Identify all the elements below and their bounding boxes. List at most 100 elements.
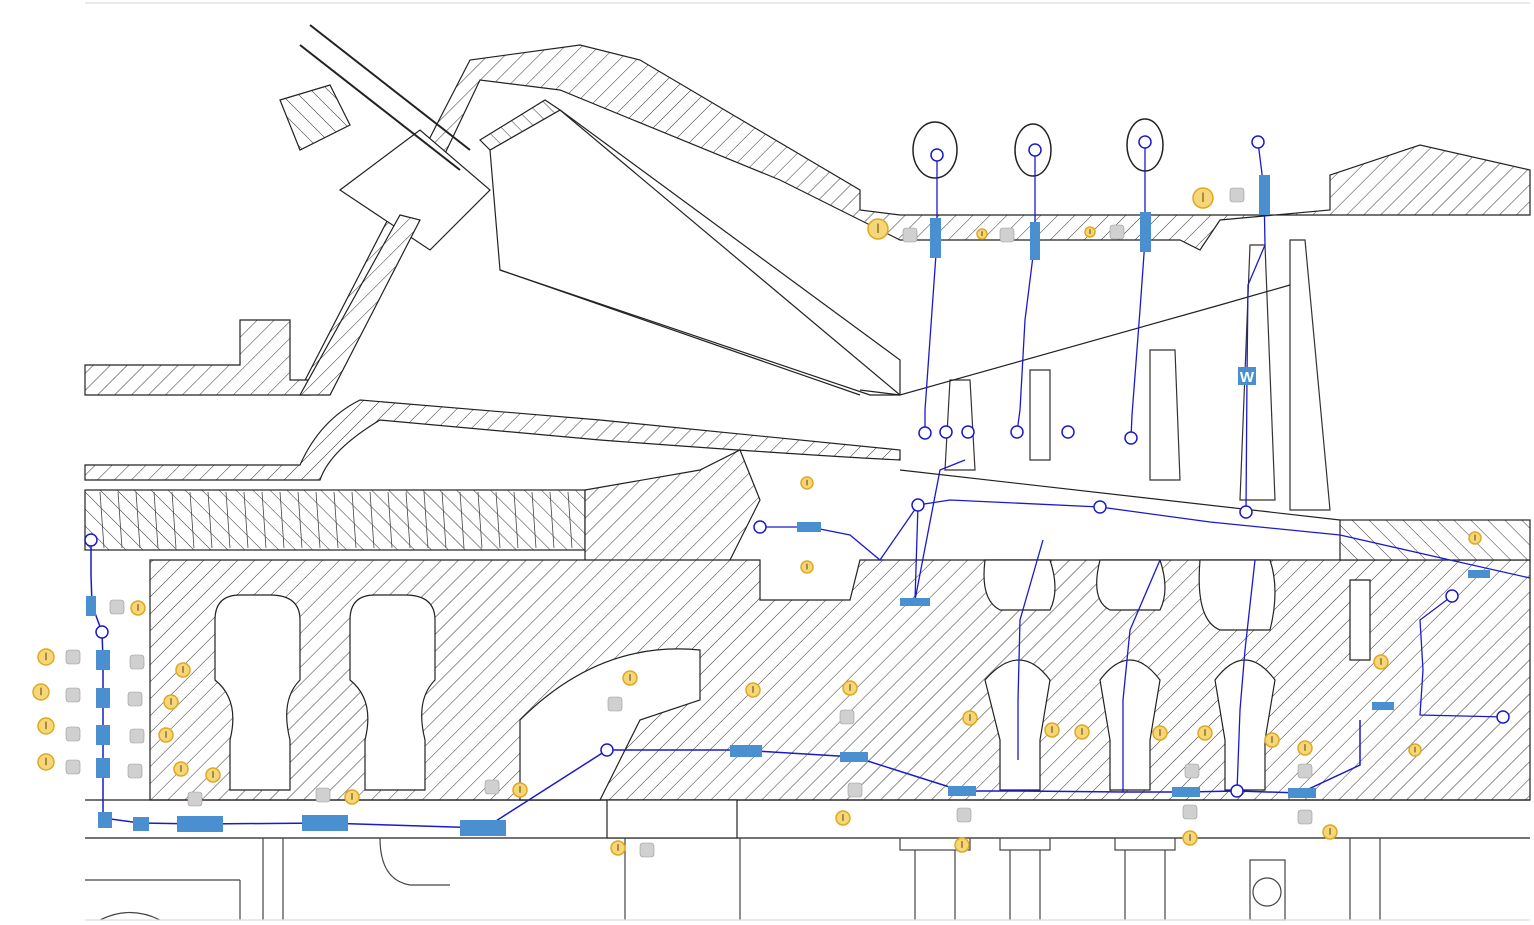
- boundary-node-icon[interactable]: [1061, 425, 1075, 439]
- conductance-icon[interactable]: [484, 779, 500, 795]
- temperature-sensor-icon[interactable]: [1074, 724, 1090, 740]
- boundary-node-icon[interactable]: [1028, 143, 1042, 157]
- boundary-node-icon[interactable]: [600, 743, 614, 757]
- temperature-sensor-icon[interactable]: [512, 782, 528, 798]
- heat-block[interactable]: [1030, 222, 1040, 260]
- heat-block[interactable]: [930, 218, 941, 258]
- boundary-node-icon[interactable]: [1496, 710, 1510, 724]
- conductance-icon[interactable]: [129, 654, 145, 670]
- temperature-sensor-icon[interactable]: [173, 761, 189, 777]
- temperature-sensor-icon[interactable]: [622, 670, 638, 686]
- conductance-icon[interactable]: [956, 807, 972, 823]
- conductance-icon[interactable]: [315, 787, 331, 803]
- heat-block[interactable]: [133, 817, 149, 831]
- temperature-sensor-icon[interactable]: [835, 810, 851, 826]
- heat-block[interactable]: [840, 752, 868, 762]
- boundary-node-icon[interactable]: [1230, 784, 1244, 798]
- conductance-icon[interactable]: [1297, 763, 1313, 779]
- conductance-icon[interactable]: [65, 759, 81, 775]
- heat-block[interactable]: [1172, 787, 1200, 797]
- heat-block[interactable]: [96, 688, 110, 708]
- heat-block[interactable]: [1468, 570, 1490, 578]
- boundary-node-icon[interactable]: [1138, 135, 1152, 149]
- temperature-sensor-icon[interactable]: [1373, 654, 1389, 670]
- temperature-sensor-icon[interactable]: [130, 600, 146, 616]
- conductance-icon[interactable]: [902, 227, 918, 243]
- heat-block[interactable]: [1140, 212, 1151, 252]
- boundary-node-icon[interactable]: [939, 425, 953, 439]
- temperature-sensor-icon[interactable]: [954, 837, 970, 853]
- temperature-sensor-icon[interactable]: [1152, 725, 1168, 741]
- heat-block[interactable]: [1259, 175, 1270, 215]
- boundary-node-icon[interactable]: [1010, 425, 1024, 439]
- heat-block[interactable]: [98, 812, 112, 828]
- heat-block[interactable]: [302, 815, 348, 831]
- conductance-icon[interactable]: [127, 763, 143, 779]
- heat-block[interactable]: [900, 598, 930, 606]
- heat-block[interactable]: [177, 816, 223, 832]
- temperature-sensor-icon[interactable]: [1408, 743, 1422, 757]
- heat-block[interactable]: [96, 758, 110, 778]
- conductance-icon[interactable]: [65, 687, 81, 703]
- conductance-icon[interactable]: [639, 842, 655, 858]
- temperature-sensor-icon[interactable]: [842, 680, 858, 696]
- conductance-icon[interactable]: [109, 599, 125, 615]
- conductance-icon[interactable]: [65, 649, 81, 665]
- temperature-sensor-icon[interactable]: [976, 228, 988, 240]
- conductance-icon[interactable]: [1184, 763, 1200, 779]
- temperature-sensor-icon[interactable]: [344, 789, 360, 805]
- temperature-sensor-icon[interactable]: [32, 683, 50, 701]
- temperature-sensor-icon[interactable]: [205, 767, 221, 783]
- temperature-sensor-icon[interactable]: [962, 710, 978, 726]
- conductance-icon[interactable]: [1109, 224, 1125, 240]
- boundary-node-icon[interactable]: [1251, 135, 1265, 149]
- conductance-icon[interactable]: [127, 691, 143, 707]
- temperature-sensor-icon[interactable]: [1468, 531, 1482, 545]
- temperature-sensor-icon[interactable]: [37, 717, 55, 735]
- temperature-sensor-icon[interactable]: [745, 682, 761, 698]
- boundary-node-icon[interactable]: [84, 533, 98, 547]
- temperature-sensor-icon[interactable]: [867, 218, 889, 240]
- temperature-sensor-icon[interactable]: [1084, 226, 1096, 238]
- temperature-sensor-icon[interactable]: [175, 662, 191, 678]
- boundary-node-icon[interactable]: [930, 148, 944, 162]
- temperature-sensor-icon[interactable]: [1044, 722, 1060, 738]
- heat-block[interactable]: [86, 596, 96, 616]
- heat-block[interactable]: [96, 650, 110, 670]
- boundary-node-icon[interactable]: [95, 625, 109, 639]
- conductance-icon[interactable]: [1297, 809, 1313, 825]
- conductance-icon[interactable]: [129, 728, 145, 744]
- heat-block[interactable]: [1288, 788, 1316, 798]
- temperature-sensor-icon[interactable]: [1264, 732, 1280, 748]
- heat-block[interactable]: [1372, 702, 1394, 710]
- heat-block[interactable]: [797, 522, 821, 532]
- conductance-icon[interactable]: [847, 782, 863, 798]
- conductance-icon[interactable]: [187, 791, 203, 807]
- boundary-node-icon[interactable]: [753, 520, 767, 534]
- boundary-node-icon[interactable]: [1239, 505, 1253, 519]
- temperature-sensor-icon[interactable]: [163, 694, 179, 710]
- temperature-sensor-icon[interactable]: [37, 648, 55, 666]
- conductance-icon[interactable]: [839, 709, 855, 725]
- temperature-sensor-icon[interactable]: [1197, 725, 1213, 741]
- temperature-sensor-icon[interactable]: [1322, 824, 1338, 840]
- heat-block[interactable]: [460, 820, 506, 836]
- temperature-sensor-icon[interactable]: [1192, 187, 1214, 209]
- boundary-node-icon[interactable]: [1445, 589, 1459, 603]
- temperature-sensor-icon[interactable]: [610, 840, 626, 856]
- temperature-sensor-icon[interactable]: [1297, 740, 1313, 756]
- boundary-node-icon[interactable]: [911, 498, 925, 512]
- boundary-node-icon[interactable]: [918, 426, 932, 440]
- heat-block[interactable]: [96, 725, 110, 745]
- temperature-sensor-icon[interactable]: [1182, 830, 1198, 846]
- boundary-node-icon[interactable]: [961, 425, 975, 439]
- temperature-sensor-icon[interactable]: [800, 476, 814, 490]
- heat-block[interactable]: [948, 786, 976, 796]
- heat-block[interactable]: [730, 745, 762, 757]
- conductance-icon[interactable]: [607, 696, 623, 712]
- conductance-icon[interactable]: [999, 227, 1015, 243]
- conductance-icon[interactable]: [1182, 804, 1198, 820]
- conductance-icon[interactable]: [1229, 187, 1245, 203]
- boundary-node-icon[interactable]: [1093, 500, 1107, 514]
- temperature-sensor-icon[interactable]: [158, 727, 174, 743]
